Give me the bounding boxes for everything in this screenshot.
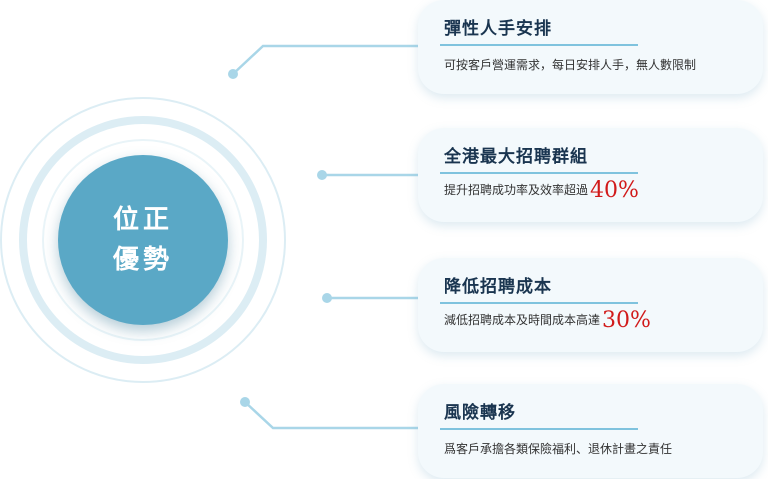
card-largest-recruitment-group: 全港最大招聘群組 提升招聘成功率及效率超過40% bbox=[418, 128, 763, 222]
connector-4 bbox=[240, 397, 420, 430]
card-title: 彈性人手安排 bbox=[444, 19, 552, 39]
center-label-line1: 位正 bbox=[112, 205, 173, 235]
card-description: 提升招聘成功率及效率超過40% bbox=[444, 178, 639, 203]
card-description: 減低招聘成本及時間成本高達30% bbox=[444, 308, 651, 333]
card-description-text: 提升招聘成功率及效率超過 bbox=[444, 183, 589, 197]
card-description: 可按客戶營運需求，每日安排人手，無人數限制 bbox=[444, 56, 696, 73]
card-reduce-recruitment-cost: 降低招聘成本 減低招聘成本及時間成本高達30% bbox=[418, 258, 763, 352]
card-underline bbox=[440, 172, 638, 174]
card-underline bbox=[440, 302, 638, 304]
card-highlight-percent: 30% bbox=[602, 308, 651, 333]
card-description-text: 爲客戶承擔各類保險福利、退休計畫之責任 bbox=[444, 442, 673, 456]
connector-2 bbox=[317, 170, 420, 180]
card-underline bbox=[440, 428, 638, 430]
card-flexible-staffing: 彈性人手安排 可按客戶營運需求，每日安排人手，無人數限制 bbox=[418, 0, 763, 94]
card-risk-transfer: 風險轉移 爲客戶承擔各類保險福利、退休計畫之責任 bbox=[418, 384, 763, 478]
card-title: 風險轉移 bbox=[444, 403, 516, 423]
card-title: 全港最大招聘群組 bbox=[444, 147, 588, 167]
connector-1 bbox=[228, 44, 420, 79]
connector-3 bbox=[322, 293, 420, 303]
center-label-line2: 優勢 bbox=[112, 245, 173, 275]
card-description-text: 可按客戶營運需求，每日安排人手，無人數限制 bbox=[444, 58, 697, 72]
center-circle: 位正 優勢 bbox=[58, 155, 228, 325]
card-highlight-percent: 40% bbox=[590, 178, 639, 203]
card-description-text: 減低招聘成本及時間成本高達 bbox=[444, 313, 601, 327]
card-underline bbox=[440, 44, 638, 46]
card-description: 爲客戶承擔各類保險福利、退休計畫之責任 bbox=[444, 440, 672, 457]
card-title: 降低招聘成本 bbox=[444, 277, 552, 297]
